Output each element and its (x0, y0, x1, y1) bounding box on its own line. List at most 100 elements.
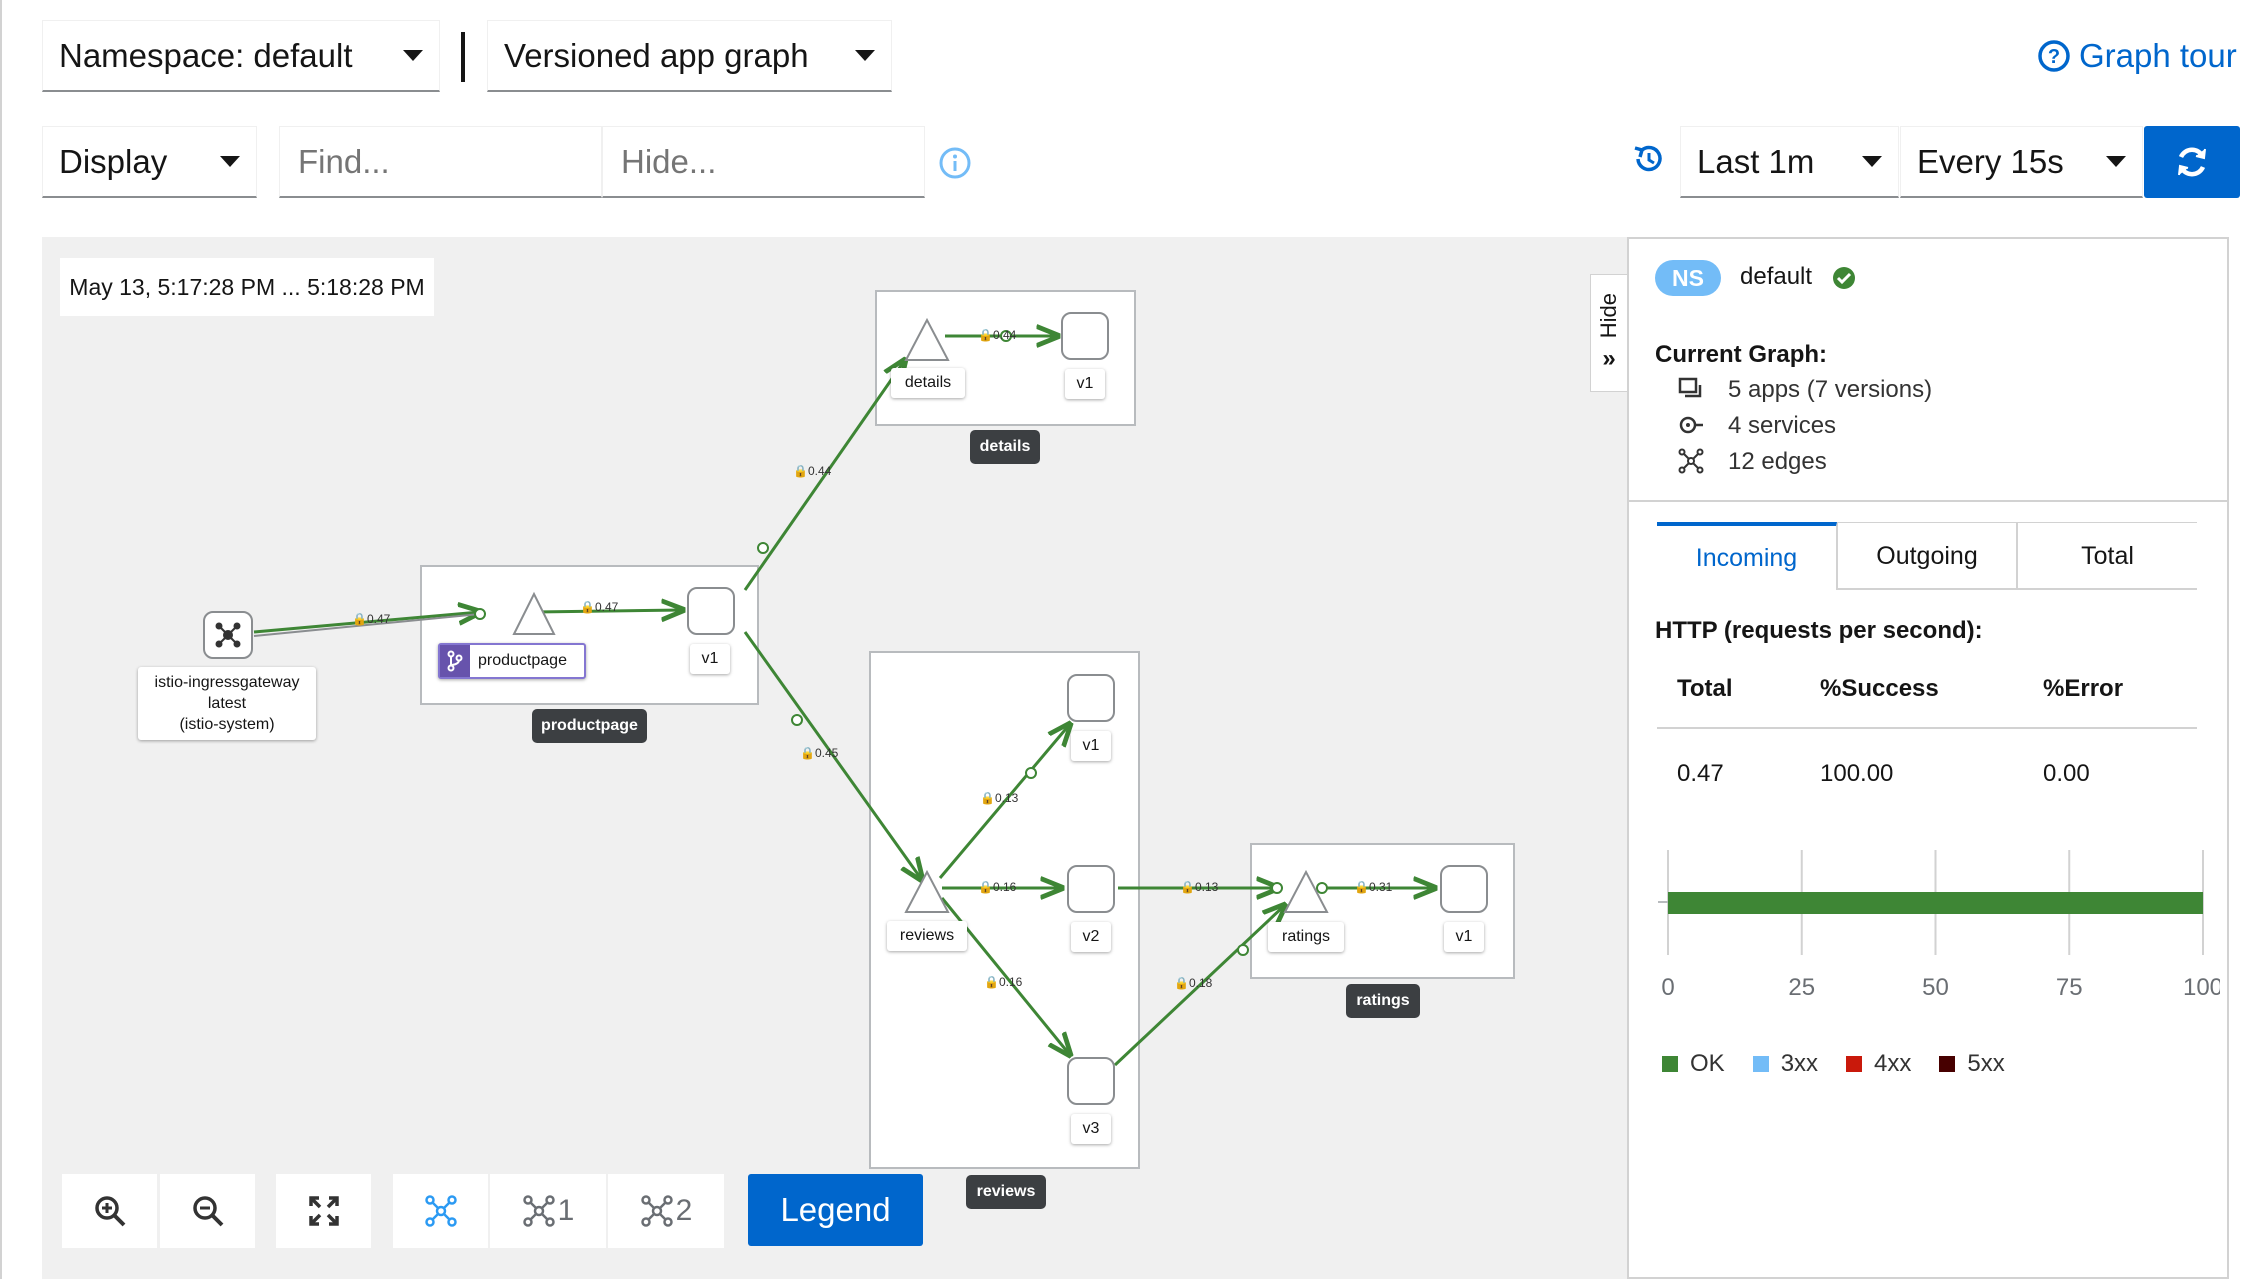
service-node-details[interactable] (904, 317, 950, 361)
tab-total[interactable]: Total (2017, 522, 2197, 590)
service-node-reviews[interactable] (904, 869, 950, 913)
legend-swatch (1846, 1056, 1863, 1072)
apps-icon (1678, 377, 1702, 398)
workload-node-productpage-v1[interactable] (687, 587, 735, 635)
legend-5xx: 5xx (1939, 1050, 2005, 1078)
layout-default-button[interactable] (393, 1174, 488, 1248)
legend-4xx: 4xx (1846, 1050, 1911, 1078)
sync-icon (2178, 147, 2206, 177)
workload-node-ratings-v1[interactable] (1440, 865, 1488, 913)
find-input[interactable] (279, 126, 602, 198)
service-node-ratings[interactable] (1283, 869, 1329, 913)
display-dropdown[interactable]: Display (42, 126, 257, 198)
stat-services: 4 services (1728, 412, 1837, 439)
info-circle-icon[interactable] (938, 146, 972, 180)
stat-edges: 12 edges (1728, 448, 1827, 475)
service-node-productpage[interactable] (512, 591, 556, 635)
chevron-down-icon (855, 50, 875, 61)
legend-button[interactable]: Legend (748, 1174, 923, 1246)
hide-panel-label: Hide (1596, 293, 1621, 339)
workload-node-reviews-v3[interactable] (1067, 1057, 1115, 1105)
graph-type-dropdown[interactable]: Versioned app graph (487, 20, 892, 92)
zoom-out-button[interactable] (160, 1174, 255, 1248)
edge-v3-ratings[interactable] (1113, 905, 1285, 1067)
layout-1-label: 1 (557, 1194, 575, 1227)
legend-swatch (1752, 1056, 1769, 1072)
graph-type-label: Versioned app graph (504, 36, 809, 74)
hide-panel-tab[interactable]: Hide » (1590, 274, 1627, 392)
chart-legend: OK 3xx 4xx 5xx (1662, 1050, 2005, 1078)
chevron-down-icon (220, 156, 240, 167)
layout-1-button[interactable]: 1 (490, 1174, 606, 1248)
edge-v1-reviews[interactable] (743, 631, 922, 880)
zoom-in-icon (94, 1196, 125, 1227)
edge-reviews-v1[interactable] (938, 724, 1070, 879)
reviews-v2-label: v2 (1071, 922, 1111, 952)
edge-label-v2-ratings: 🔒0.13 (1180, 880, 1219, 894)
edge-label-productpage-v1: 🔒0.47 (580, 600, 619, 614)
ns-badge: NS (1655, 260, 1721, 296)
tab-outgoing[interactable]: Outgoing (1837, 522, 2017, 590)
refresh-button[interactable] (2144, 126, 2240, 198)
zoom-out-icon (192, 1196, 223, 1227)
zoom-in-button[interactable] (62, 1174, 157, 1248)
hide-input[interactable] (602, 126, 925, 198)
graph-tour-label: Graph tour (2079, 37, 2237, 74)
header-total: Total (1677, 675, 1733, 702)
header-error: %Error (2043, 675, 2124, 702)
history-icon[interactable] (1630, 140, 1668, 178)
current-graph-title: Current Graph: (1655, 341, 1828, 368)
edge-productpage-v1[interactable] (534, 610, 683, 612)
legend-swatch (1939, 1056, 1956, 1072)
edge-label-reviews-v3: 🔒0.16 (984, 975, 1023, 989)
tab-underline (1837, 588, 2197, 590)
topology-icon (522, 1195, 555, 1227)
namespace-label: Namespace: default (59, 36, 353, 74)
http-title: HTTP (requests per second): (1655, 617, 1983, 644)
reviews-app-badge: reviews (966, 1175, 1046, 1209)
edge-label-details-v1: 🔒0.44 (978, 328, 1017, 342)
edge-label-ratings-v1: 🔒0.31 (1354, 880, 1393, 894)
tab-incoming[interactable]: Incoming (1657, 522, 1837, 590)
gateway-icon (215, 622, 241, 648)
chevron-down-icon (403, 50, 423, 61)
panel-namespace: default (1740, 263, 1813, 290)
namespace-dropdown[interactable]: Namespace: default (42, 20, 440, 92)
layout-2-button[interactable]: 2 (608, 1174, 724, 1248)
edge-gateway-productpage[interactable] (253, 612, 480, 634)
time-range-dropdown[interactable]: Last 1m (1680, 126, 1899, 198)
tick-label: 0 (1661, 974, 1674, 1001)
refresh-interval-dropdown[interactable]: Every 15s (1900, 126, 2143, 198)
workload-node-reviews-v2[interactable] (1067, 865, 1115, 913)
chevron-down-icon (2106, 156, 2126, 167)
left-border (0, 0, 2, 1279)
ratings-app-badge: ratings (1346, 984, 1420, 1018)
productpage-v1-label: v1 (690, 644, 730, 674)
side-panel (1627, 237, 2229, 1279)
refresh-interval-label: Every 15s (1917, 142, 2064, 180)
graph-tour-link[interactable]: ? Graph tour (2037, 34, 2237, 78)
time-range-label: Last 1m (1697, 142, 1815, 180)
services-icon (1679, 416, 1703, 434)
graph-timestamp: May 13, 5:17:28 PM ... 5:18:28 PM (60, 258, 434, 316)
edge-label-v1-details: 🔒0.44 (793, 464, 832, 478)
bar-ok[interactable] (1668, 892, 2203, 914)
tick-label: 75 (2056, 974, 2083, 1001)
reviews-v1-label: v1 (1071, 731, 1111, 761)
tick-label: 25 (1788, 974, 1815, 1001)
workload-node-details-v1[interactable] (1061, 312, 1109, 360)
edge-label-gateway-productpage: 🔒0.47 (352, 612, 391, 626)
reviews-service-label: reviews (887, 921, 967, 951)
ratings-service-label: ratings (1268, 922, 1344, 952)
tick-label: 100 (2183, 974, 2220, 1001)
workload-node-reviews-v1[interactable] (1067, 674, 1115, 722)
separator (461, 32, 465, 82)
productpage-service-label: productpage (438, 643, 586, 679)
productpage-app-badge: productpage (532, 709, 647, 743)
branch-icon (440, 645, 470, 677)
stat-apps: 5 apps (7 versions) (1728, 376, 1933, 403)
details-app-badge: details (970, 430, 1040, 464)
fit-to-screen-button[interactable] (276, 1174, 371, 1248)
edge-v1-details[interactable] (743, 360, 905, 591)
